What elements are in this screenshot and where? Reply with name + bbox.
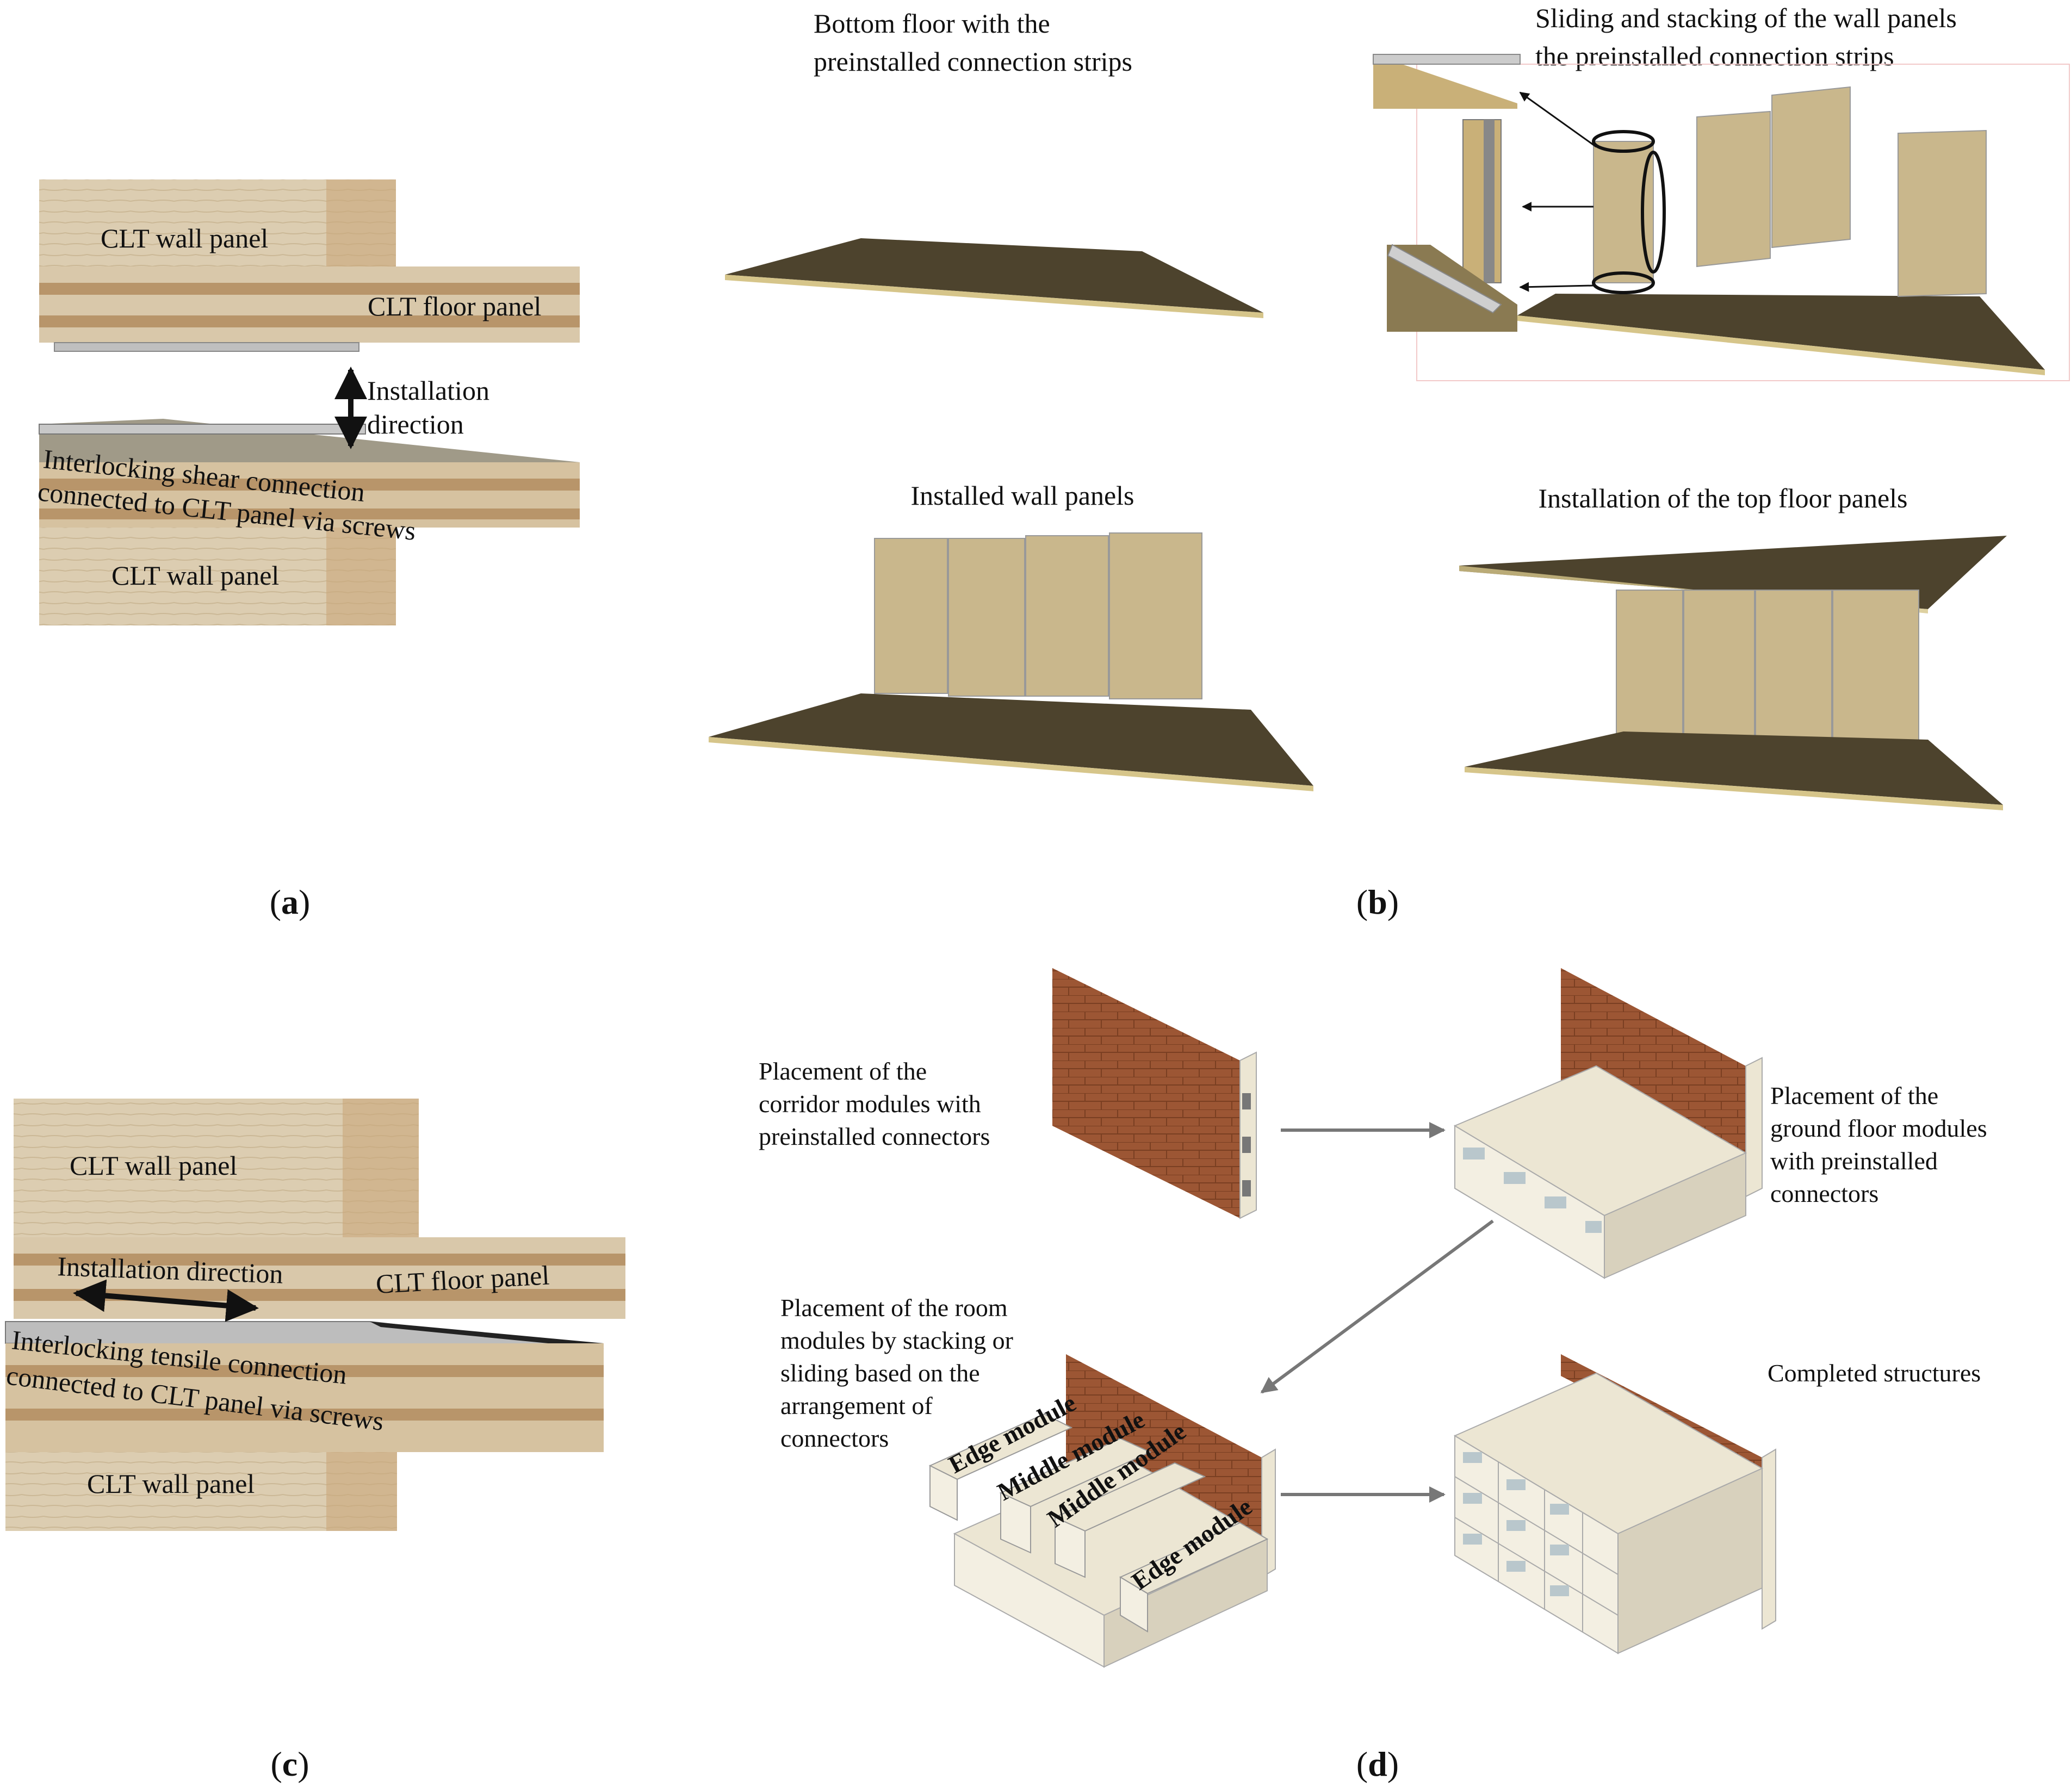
step2-title-line2: the preinstalled connection strips [1535,41,1894,71]
lower-wall-label-c: CLT wall panel [87,1468,255,1499]
step-arrow-2 [1260,1219,1494,1394]
installation-label-1: Installation [367,375,489,406]
step3-floor-slab [709,693,1313,786]
step4-floor-slab [1465,731,2003,805]
panel-b: Bottom floor with the preinstalled conne… [709,3,2070,810]
step2-floor-slab [1517,294,2045,370]
upper-wall-label: CLT wall panel [101,223,268,253]
highlight-ellipse-side [1641,151,1666,274]
panel-d: Placement of the corridor modules with p… [759,968,1987,1668]
sliding-wall-panel-1 [1696,110,1771,268]
installation-direction-arrow-c [73,1279,259,1322]
detail-inset-middle [1462,119,1502,283]
ground-label-4: connectors [1770,1180,1878,1207]
completed-label: Completed structures [1768,1359,1981,1387]
corridor-label-2: corridor modules with [759,1090,981,1118]
corridor-label-3: preinstalled connectors [759,1123,990,1150]
installation-label-2: direction [367,409,464,439]
caption-d: (d) [1356,1745,1399,1783]
sliding-wall-panel-4 [1593,141,1654,283]
upper-wall-edge-strip [326,179,396,266]
corridor-module-face [1052,968,1240,1218]
installed-wall-panels [874,532,1202,699]
room-label-2: modules by stacking or [780,1326,1013,1354]
room-label-5: connectors [780,1424,889,1452]
upper-wall-label-c: CLT wall panel [70,1150,237,1181]
clt-floor-panel [39,266,580,343]
ground-floor-windows [1463,1148,1602,1233]
bottom-floor-slab [725,238,1263,313]
room-step-modules [928,1413,1269,1633]
top-step-wall-panels [1616,590,1919,751]
step1-title-line2: preinstalled connection strips [814,46,1132,77]
room-label-4: arrangement of [780,1392,933,1419]
step4-title: Installation of the top floor panels [1538,483,1907,513]
step2-frame [1416,64,2070,381]
panel-a: CLT wall panel CLT floor panel Installat… [36,179,580,625]
shear-connector [39,424,366,435]
sliding-wall-panel-2 [1771,86,1851,249]
sliding-wall-panel-3 [1898,129,1987,297]
step2-title-line1: Sliding and stacking of the wall panels [1535,3,1957,33]
corridor-label-1: Placement of the [759,1057,927,1085]
lower-floor-layers-c [5,1343,604,1452]
ground-label-3: with preinstalled [1770,1147,1938,1175]
ground-label-2: ground floor modules [1770,1114,1987,1142]
caption-b: (b) [1356,883,1399,921]
highlight-ellipse-top [1592,130,1655,153]
panel-c: CLT wall panel Installation direction CL… [5,1099,625,1531]
caption-c: (c) [270,1745,309,1783]
ground-label-1: Placement of the [1770,1082,1938,1109]
room-label-1: Placement of the room [780,1294,1008,1322]
floor-panel-label: CLT floor panel [368,291,541,321]
step3-title: Installed wall panels [911,480,1134,511]
upper-connection-strip [54,342,359,352]
step1-title-line1: Bottom floor with the [814,8,1050,39]
lower-wall-label: CLT wall panel [111,560,279,591]
caption-a: (a) [270,883,311,921]
highlight-ellipse-bottom [1592,271,1655,294]
room-label-3: sliding based on the [780,1359,980,1387]
detail-inset-top [1373,54,1517,109]
completed-windows [1463,1452,1569,1596]
